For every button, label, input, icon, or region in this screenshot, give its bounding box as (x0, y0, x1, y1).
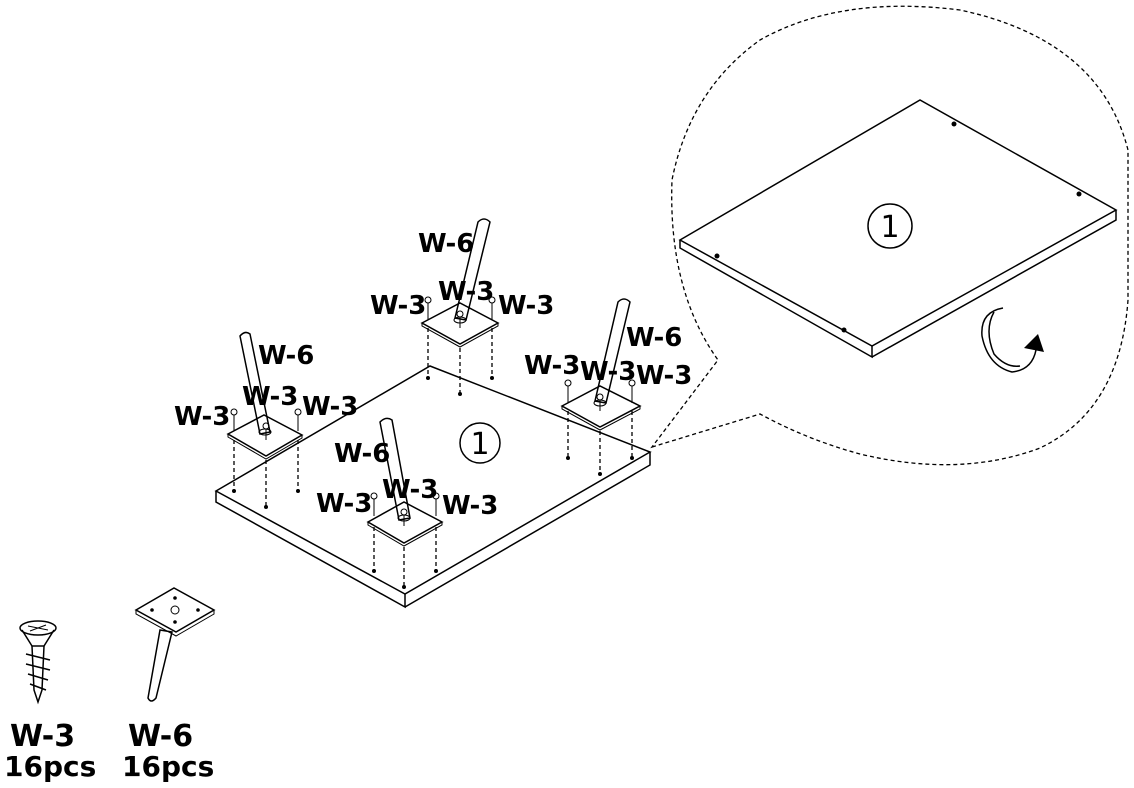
main-part-number: 1 (470, 427, 489, 462)
detail-panel: 1 (678, 99, 1118, 359)
leg-label: W-6 (258, 341, 314, 371)
screw-label: W-3 (636, 361, 692, 391)
parts-legend: W-3 16pcs W-6 16pcs (4, 587, 216, 783)
leg-label: W-6 (334, 439, 390, 469)
leg-group-left: W-6 W-3 W-3 W-3 (174, 331, 358, 509)
table-leg-icon (134, 587, 216, 702)
legend-quantity: 16pcs (122, 750, 214, 783)
screw-label: W-3 (242, 382, 298, 412)
leg-group-front: W-6 W-3 W-3 W-3 (316, 417, 498, 589)
legend-quantity: 16pcs (4, 750, 96, 783)
screw-label: W-3 (174, 402, 230, 432)
legend-code: W-6 (128, 719, 193, 754)
leg-label: W-6 (418, 229, 474, 259)
screw-label: W-3 (302, 392, 358, 422)
leg-group-top: W-6 W-3 W-3 W-3 (370, 218, 554, 396)
screw-label: W-3 (524, 351, 580, 381)
leg-label: W-6 (626, 323, 682, 353)
legend-code: W-3 (10, 719, 75, 754)
screw-label: W-3 (382, 475, 438, 505)
main-panel: 1 (214, 365, 652, 609)
rotate-arrow-icon (981, 307, 1044, 373)
screw-label: W-3 (316, 489, 372, 519)
screw-label: W-3 (580, 357, 636, 387)
screw-label: W-3 (370, 291, 426, 321)
screw-label: W-3 (498, 291, 554, 321)
screw-label: W-3 (438, 277, 494, 307)
screw-label: W-3 (442, 491, 498, 521)
detail-callout (650, 5, 1129, 466)
leg-group-right: W-6 W-3 W-3 W-3 (524, 298, 692, 476)
screw-icon (19, 620, 57, 705)
detail-part-number: 1 (880, 210, 899, 245)
